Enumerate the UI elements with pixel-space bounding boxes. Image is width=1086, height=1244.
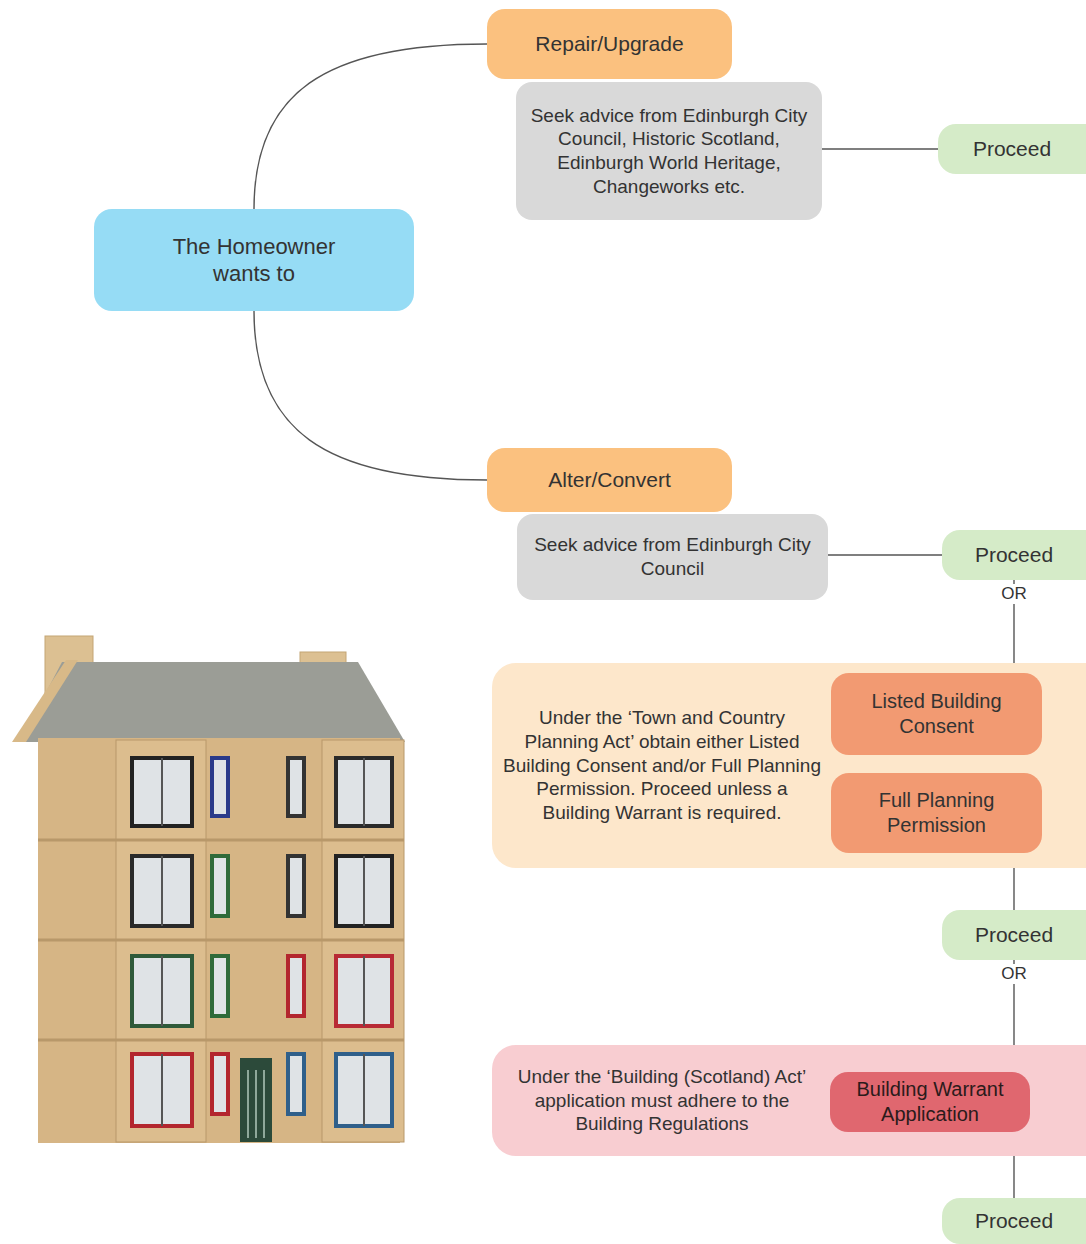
node-text: Alter/Convert xyxy=(548,467,671,493)
node-text: Full Planning Permission xyxy=(837,788,1036,838)
proceed-box: Proceed xyxy=(938,124,1086,174)
proceed-box: Proceed xyxy=(942,530,1086,580)
edge-label: OR xyxy=(997,964,1031,984)
node-text: Repair/Upgrade xyxy=(535,31,683,57)
consent-box: Listed Building Consent xyxy=(831,673,1042,755)
connector xyxy=(822,148,938,149)
node-text: The Homeowner wants to xyxy=(149,233,359,288)
node-text: Proceed xyxy=(975,1208,1053,1234)
gable-edge xyxy=(12,660,78,742)
connector xyxy=(1013,868,1014,910)
node-text: Seek advice from Edinburgh City Council xyxy=(527,533,818,581)
edge-label: OR xyxy=(997,584,1031,604)
node-text: Under the ‘Building (Scotland) Act’ appl… xyxy=(502,1065,822,1136)
connector xyxy=(254,44,487,209)
building-band: Under the ‘Building (Scotland) Act’ appl… xyxy=(492,1045,1086,1156)
warrant-box: Building Warrant Application xyxy=(830,1072,1030,1132)
door xyxy=(240,1058,272,1142)
floor-bands xyxy=(38,840,404,1040)
connector xyxy=(254,311,487,480)
proceed-box: Proceed xyxy=(942,1198,1086,1244)
choice-box: Alter/Convert xyxy=(487,448,732,512)
door-bars xyxy=(248,1070,264,1138)
node-text: Building Warrant Application xyxy=(834,1077,1026,1127)
connector xyxy=(828,554,942,555)
start-box: The Homeowner wants to xyxy=(94,209,414,311)
node-text: Seek advice from Edinburgh City Council,… xyxy=(528,104,810,199)
node-text: Proceed xyxy=(973,136,1051,162)
connector xyxy=(1013,1156,1014,1198)
node-text: Under the ‘Town and Country Planning Act… xyxy=(502,706,822,825)
planning-band: Under the ‘Town and Country Planning Act… xyxy=(492,663,1086,868)
node-text: Proceed xyxy=(975,922,1053,948)
node-text: Listed Building Consent xyxy=(837,689,1036,739)
advice-box: Seek advice from Edinburgh City Council,… xyxy=(516,82,822,220)
consent-box: Full Planning Permission xyxy=(831,773,1042,853)
proceed-box: Proceed xyxy=(942,910,1086,960)
advice-box: Seek advice from Edinburgh City Council xyxy=(517,514,828,600)
choice-box: Repair/Upgrade xyxy=(487,9,732,79)
roof xyxy=(20,662,405,742)
node-text: Proceed xyxy=(975,542,1053,568)
